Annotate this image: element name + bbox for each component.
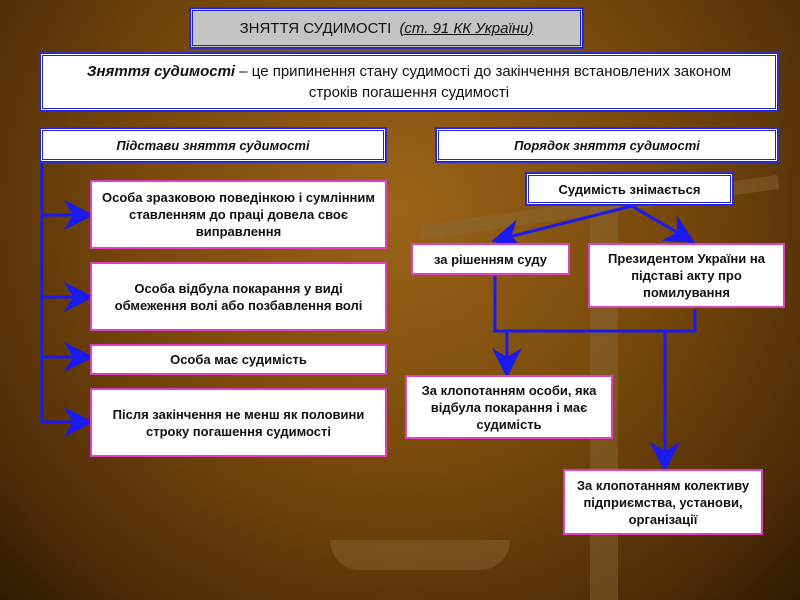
ground-item: Особа зразковою поведінкою і сумлінним с… [90,180,387,249]
definition-text: – це припинення стану судимості до закін… [235,63,732,101]
arrow-to-court [491,204,633,249]
title-reference: (ст. 91 КК України) [399,19,534,37]
page-title: ЗНЯТТЯ СУДИМОСТІ (ст. 91 КК України) [189,7,584,49]
join-line [493,276,697,333]
person-node: За клопотанням особи, яка відбула покара… [405,375,613,439]
definition-term: Зняття судимості [86,63,236,80]
definition-box: Зняття судимості – це припинення стану с… [39,52,779,112]
ground-item: Особа має судимість [90,344,387,375]
root-node: Судимість знімається [525,172,734,206]
right-header: Порядок зняття судимості [435,127,779,163]
ground-item: Після закінчення не менш як половини стр… [90,388,387,457]
left-header: Підстави зняття судимості [39,127,387,163]
scales-pan-decoration [330,540,510,570]
collective-node: За клопотанням колективу підприємства, у… [563,469,763,535]
court-node: за рішенням суду [411,243,570,275]
president-node: Президентом України на підставі акту про… [588,243,785,308]
arrow-to-president [631,204,696,244]
ground-item: Особа відбула покарання у виді обмеження… [90,262,387,331]
title-text: ЗНЯТТЯ СУДИМОСТІ [239,19,396,37]
